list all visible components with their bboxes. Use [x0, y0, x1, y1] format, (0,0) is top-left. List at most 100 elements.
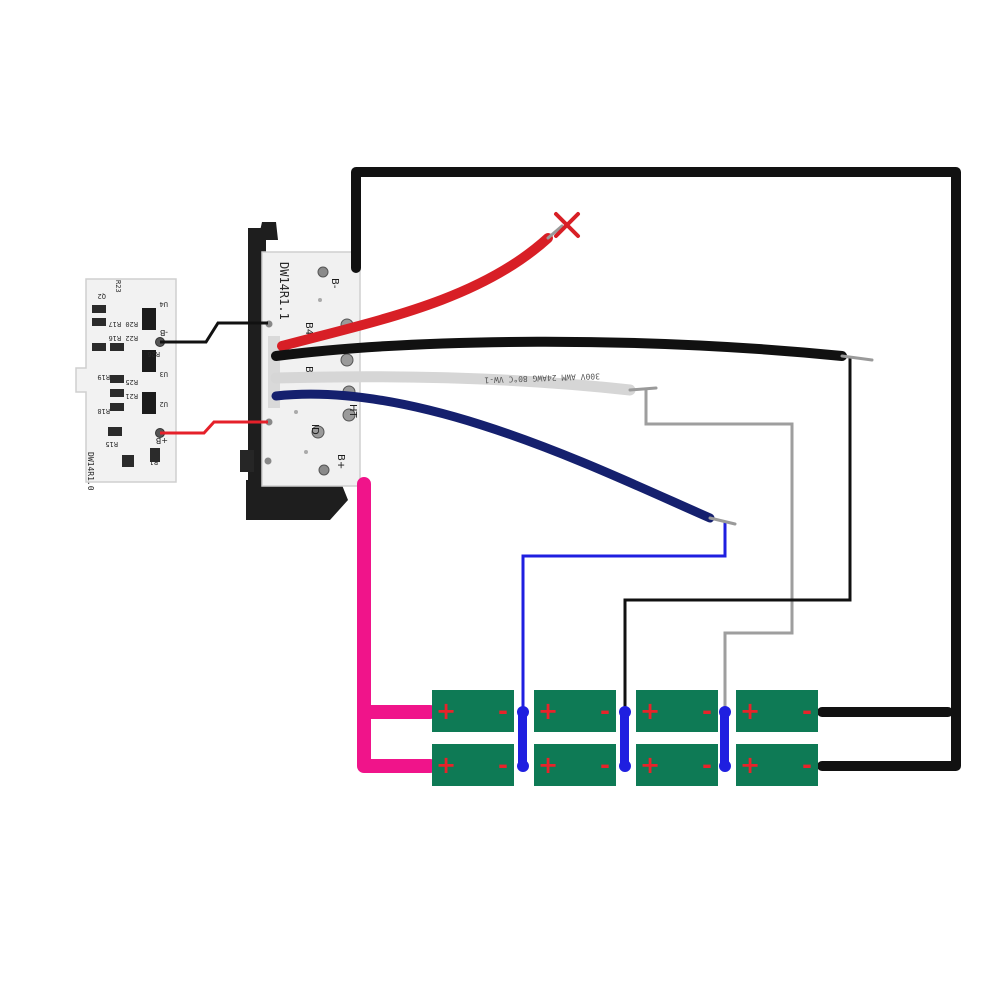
side-board-silk-u3: U3 — [160, 370, 168, 378]
junction-bar-1 — [518, 712, 527, 766]
side-board-silk-r19: R19 — [97, 373, 110, 381]
main-board-pad-b3 — [340, 353, 354, 367]
junction-dot-3a — [719, 706, 731, 718]
cell-1a — [432, 690, 514, 732]
side-board-resistor-8 — [108, 427, 122, 436]
black-wire — [271, 336, 847, 361]
main-board: DW14R1.1 B- B4 B2 HT ID B+ — [240, 222, 361, 520]
cell-3a-negative-sign: - — [702, 697, 712, 725]
cell-4b — [736, 744, 818, 786]
main-board-pad-small-3 — [264, 457, 272, 465]
side-board-resistor-2 — [92, 318, 106, 326]
side-b-plus-link — [160, 420, 268, 435]
navy-wire — [271, 389, 715, 523]
cell-3a — [636, 690, 718, 732]
side-board-chip-u2 — [142, 392, 156, 414]
cell-2b-positive-sign: + — [538, 751, 558, 779]
side-board-resistor-3 — [92, 343, 106, 351]
main-leads — [351, 167, 961, 773]
side-board-silk-r1: R1 — [150, 458, 158, 466]
side-board-resistor-10 — [150, 448, 160, 462]
black-wire-tip — [840, 354, 874, 362]
cell-2a-positive-sign: + — [538, 697, 558, 725]
side-board-silk-r20-r17: R20 R17 — [108, 320, 138, 328]
side-board-resistor-1 — [92, 305, 106, 313]
side-board-pad-label-b-minus: -B — [160, 328, 168, 337]
cell-4b-positive-sign: + — [740, 751, 760, 779]
junction-dot-1a — [517, 706, 529, 718]
main-board-via-1 — [318, 298, 322, 302]
main-board-label: DW14R1.1 — [277, 262, 291, 320]
side-board-silk-r23: R23 — [114, 280, 122, 293]
side-board-resistor-5 — [110, 375, 124, 383]
side-board-silk-u2: U2 — [160, 400, 168, 408]
main-board-pad-ht — [342, 408, 356, 422]
side-b-minus-link — [160, 321, 268, 344]
junction-dot-2a — [619, 706, 631, 718]
side-board-resistor-4 — [110, 343, 124, 351]
cell-1a-negative-sign: - — [498, 697, 508, 725]
junction-bars — [517, 706, 731, 772]
side-board-silk-r26: R26 — [147, 350, 160, 358]
red-wire — [277, 233, 553, 351]
cell-1b — [432, 744, 514, 786]
main-board-pad-label-ht: HT — [347, 404, 358, 419]
cell-4a-positive-sign: + — [740, 697, 760, 725]
b-plus-thick-lead — [357, 477, 437, 773]
cell-2a — [534, 690, 616, 732]
navy-wire-tip — [708, 516, 737, 526]
cell-4a-negative-sign: - — [802, 697, 812, 725]
cell-2b-negative-sign: - — [600, 751, 610, 779]
side-board-label: DW14R1.0 — [86, 452, 95, 491]
main-board-pad-id — [311, 425, 325, 439]
main-board-pad-label-id: ID — [309, 424, 320, 435]
main-board-pad-small-2 — [265, 418, 273, 426]
main-board-pad-label-b4: B4 — [303, 322, 314, 335]
main-board-via-2 — [294, 410, 298, 414]
main-board-housing — [246, 222, 348, 520]
side-board-resistor-9 — [122, 455, 134, 467]
battery-cells: +-+-+-+-+-+-+-+- — [432, 690, 818, 786]
main-board-via-3 — [304, 450, 308, 454]
side-board-silk-r21: R21 — [125, 392, 138, 400]
main-board-pad-b-minus — [317, 266, 329, 278]
cell-4a — [736, 690, 818, 732]
side-board-resistor-6 — [110, 389, 124, 397]
junction-bar-2 — [620, 712, 629, 766]
cell-1b-negative-sign: - — [498, 751, 508, 779]
cell-2a-negative-sign: - — [600, 697, 610, 725]
side-board-silk-q2: Q2 — [98, 292, 106, 300]
side-board-silk-u4: U4 — [160, 300, 168, 308]
cell-3b-positive-sign: + — [640, 751, 660, 779]
gray-wire-print: 300V AWM 24AWG 80°C VW-1 — [484, 371, 600, 384]
junction-dot-1b — [517, 760, 529, 772]
cross-icon — [554, 212, 580, 238]
cell-2b — [534, 744, 616, 786]
gray-wire — [270, 371, 636, 396]
side-board-silk-r15: R15 — [105, 440, 118, 448]
junction-dot-2b — [619, 760, 631, 772]
side-board-silk-r25: R25 — [125, 378, 138, 386]
cell-3a-positive-sign: + — [640, 697, 660, 725]
main-board-housing-side — [240, 450, 254, 472]
cell-4b-negative-sign: - — [802, 751, 812, 779]
cell-3b — [636, 744, 718, 786]
cell-3b-negative-sign: - — [702, 751, 712, 779]
gray-wire-tip — [628, 386, 658, 392]
side-board-chip-u3 — [142, 350, 156, 372]
side-board-chip-u4 — [142, 308, 156, 330]
junction-bar-3 — [720, 712, 729, 766]
cell-1a-positive-sign: + — [436, 697, 456, 725]
red-wire-tip — [546, 224, 564, 240]
main-board-pad-b-plus — [318, 464, 330, 476]
cell-1b-positive-sign: + — [436, 751, 456, 779]
main-board-pad-label-b-minus: B- — [329, 278, 340, 289]
side-board-resistor-7 — [110, 403, 124, 411]
b-minus-thick-lead — [351, 167, 961, 771]
flex-wires — [270, 224, 874, 526]
side-board: Q2 R23 R20 R17 R22 R16 R19 R18 R21 R25 R… — [75, 278, 177, 491]
side-board-pad-label-b-plus: +B — [156, 436, 168, 445]
side-board-silk-r22-r16: R22 R16 — [108, 334, 138, 342]
main-board-pad-label-b-plus: B+ — [335, 454, 346, 469]
